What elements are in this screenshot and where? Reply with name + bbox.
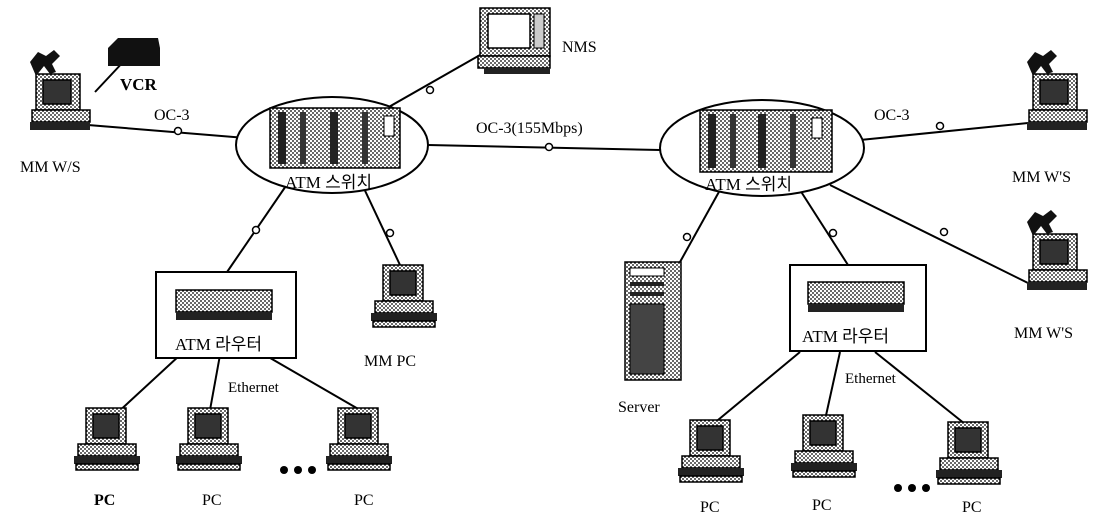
oc3-left-label: OC-3: [154, 107, 190, 124]
pc-left-1: [73, 407, 141, 471]
mm-pc-label: MM PC: [364, 353, 416, 370]
link-mmws-right-top: [859, 122, 1029, 141]
pc-right-2-label: PC: [812, 497, 832, 512]
link-mmpc: [359, 179, 401, 266]
pc-right-1: [677, 419, 745, 483]
server-tower: Server: [618, 261, 682, 416]
atm-router-right: ATM 라우터: [789, 264, 927, 352]
vcr-device: VCR: [108, 38, 160, 94]
mmws-right-bottom-label: MM W'S: [1014, 325, 1073, 342]
link-left-pc3: [264, 354, 361, 411]
pc-right-2: [790, 414, 858, 478]
pc-left-3-label: PC: [354, 492, 374, 509]
atm-switch-left: ATM 스위치: [235, 96, 429, 194]
link-left-pc2: [209, 354, 221, 411]
link-mmws-right-bottom: [829, 184, 1029, 284]
pc-right-1-label: PC: [700, 499, 720, 512]
mmws-right-top-label: MM W'S: [1012, 169, 1071, 186]
pc-right-ellipsis: [894, 484, 930, 492]
atm-router-left-label: ATM 라우터: [175, 335, 262, 354]
link-server: [679, 189, 721, 263]
atm-router-right-label: ATM 라우터: [802, 327, 889, 346]
oc3-trunk-label: OC-3(155Mbps): [476, 120, 583, 137]
atm-router-left: ATM 라우터: [155, 271, 297, 359]
mm-workstation-left: MM W/S: [20, 49, 91, 176]
atm-switch-right-label: ATM 스위치: [705, 175, 792, 194]
oc3-right-label: OC-3: [874, 107, 910, 124]
link-nms: [379, 54, 481, 113]
ethernet-right-label: Ethernet: [845, 371, 897, 387]
ethernet-left-label: Ethernet: [228, 380, 280, 396]
link-left-pc1: [114, 354, 181, 416]
mm-workstation-right-top: MM W'S: [1012, 49, 1088, 186]
link-connectors: [173, 85, 949, 242]
link-right-router: [799, 189, 849, 266]
mm-workstation-right-bottom: MM W'S: [1014, 209, 1088, 342]
nms-label: NMS: [562, 39, 597, 56]
pc-left-1-label: PC: [94, 492, 115, 509]
pc-right-3: [935, 421, 1003, 485]
link-right-pc1: [711, 351, 801, 426]
pc-left-3: [325, 407, 393, 471]
nms-terminal: NMS: [477, 7, 597, 74]
vcr-label: VCR: [120, 75, 158, 94]
link-right-pc2: [824, 351, 841, 421]
mmws-left-label: MM W/S: [20, 159, 81, 176]
atm-switch-right: ATM 스위치: [659, 99, 865, 197]
server-label: Server: [618, 399, 660, 416]
pc-left-ellipsis: [280, 466, 316, 474]
pc-right-3-label: PC: [962, 499, 982, 512]
pc-left-2-label: PC: [202, 492, 222, 509]
link-trunk: [427, 144, 661, 151]
pc-left-2: [175, 407, 243, 471]
atm-switch-left-label: ATM 스위치: [285, 173, 372, 192]
link-right-pc3: [874, 351, 971, 429]
mm-pc: MM PC: [364, 264, 438, 370]
